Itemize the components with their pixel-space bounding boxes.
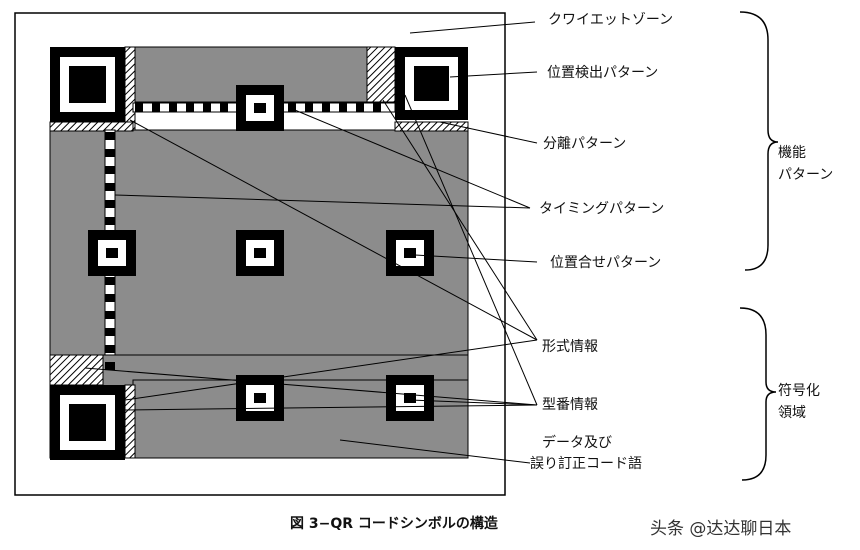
label-alignment-pattern: 位置合せパターン [550,255,662,271]
label-quiet-zone: クワイエットゾーン [548,12,674,28]
brace-encoding-region [739,307,777,481]
finder-pattern-bottom-left [50,385,125,460]
label-format-info: 形式情報 [542,339,598,355]
label-data-codewords-line1: データ及び [542,435,612,451]
finder-pattern-top-right [395,47,468,120]
group-function-patterns: 機能 パターン [778,142,833,186]
label-data-codewords-line2: 誤り訂正コード語 [530,456,642,472]
label-separator: 分離パターン [543,136,627,152]
alignment-pattern [386,375,434,421]
figure-caption: 図 3−QR コードシンボルの構造 [290,516,498,532]
label-finder-pattern: 位置検出パターン [547,65,659,81]
finder-pattern-top-left [50,47,125,122]
group-function-line2: パターン [778,167,834,183]
label-version-info: 型番情報 [542,397,598,413]
alignment-pattern [236,85,284,131]
alignment-pattern [236,230,284,276]
group-function-line1: 機能 [778,145,806,161]
label-timing-pattern: タイミングパターン [539,201,665,217]
group-encoding-line1: 符号化 [778,383,820,399]
alignment-pattern [386,230,434,276]
alignment-pattern [88,230,136,276]
brace-function-patterns [739,11,779,271]
watermark: 头条 @达达聊日本 [650,519,792,539]
group-encoding-line2: 領域 [778,405,806,421]
group-encoding-region: 符号化 領域 [778,380,820,424]
leader-lines [84,21,538,464]
